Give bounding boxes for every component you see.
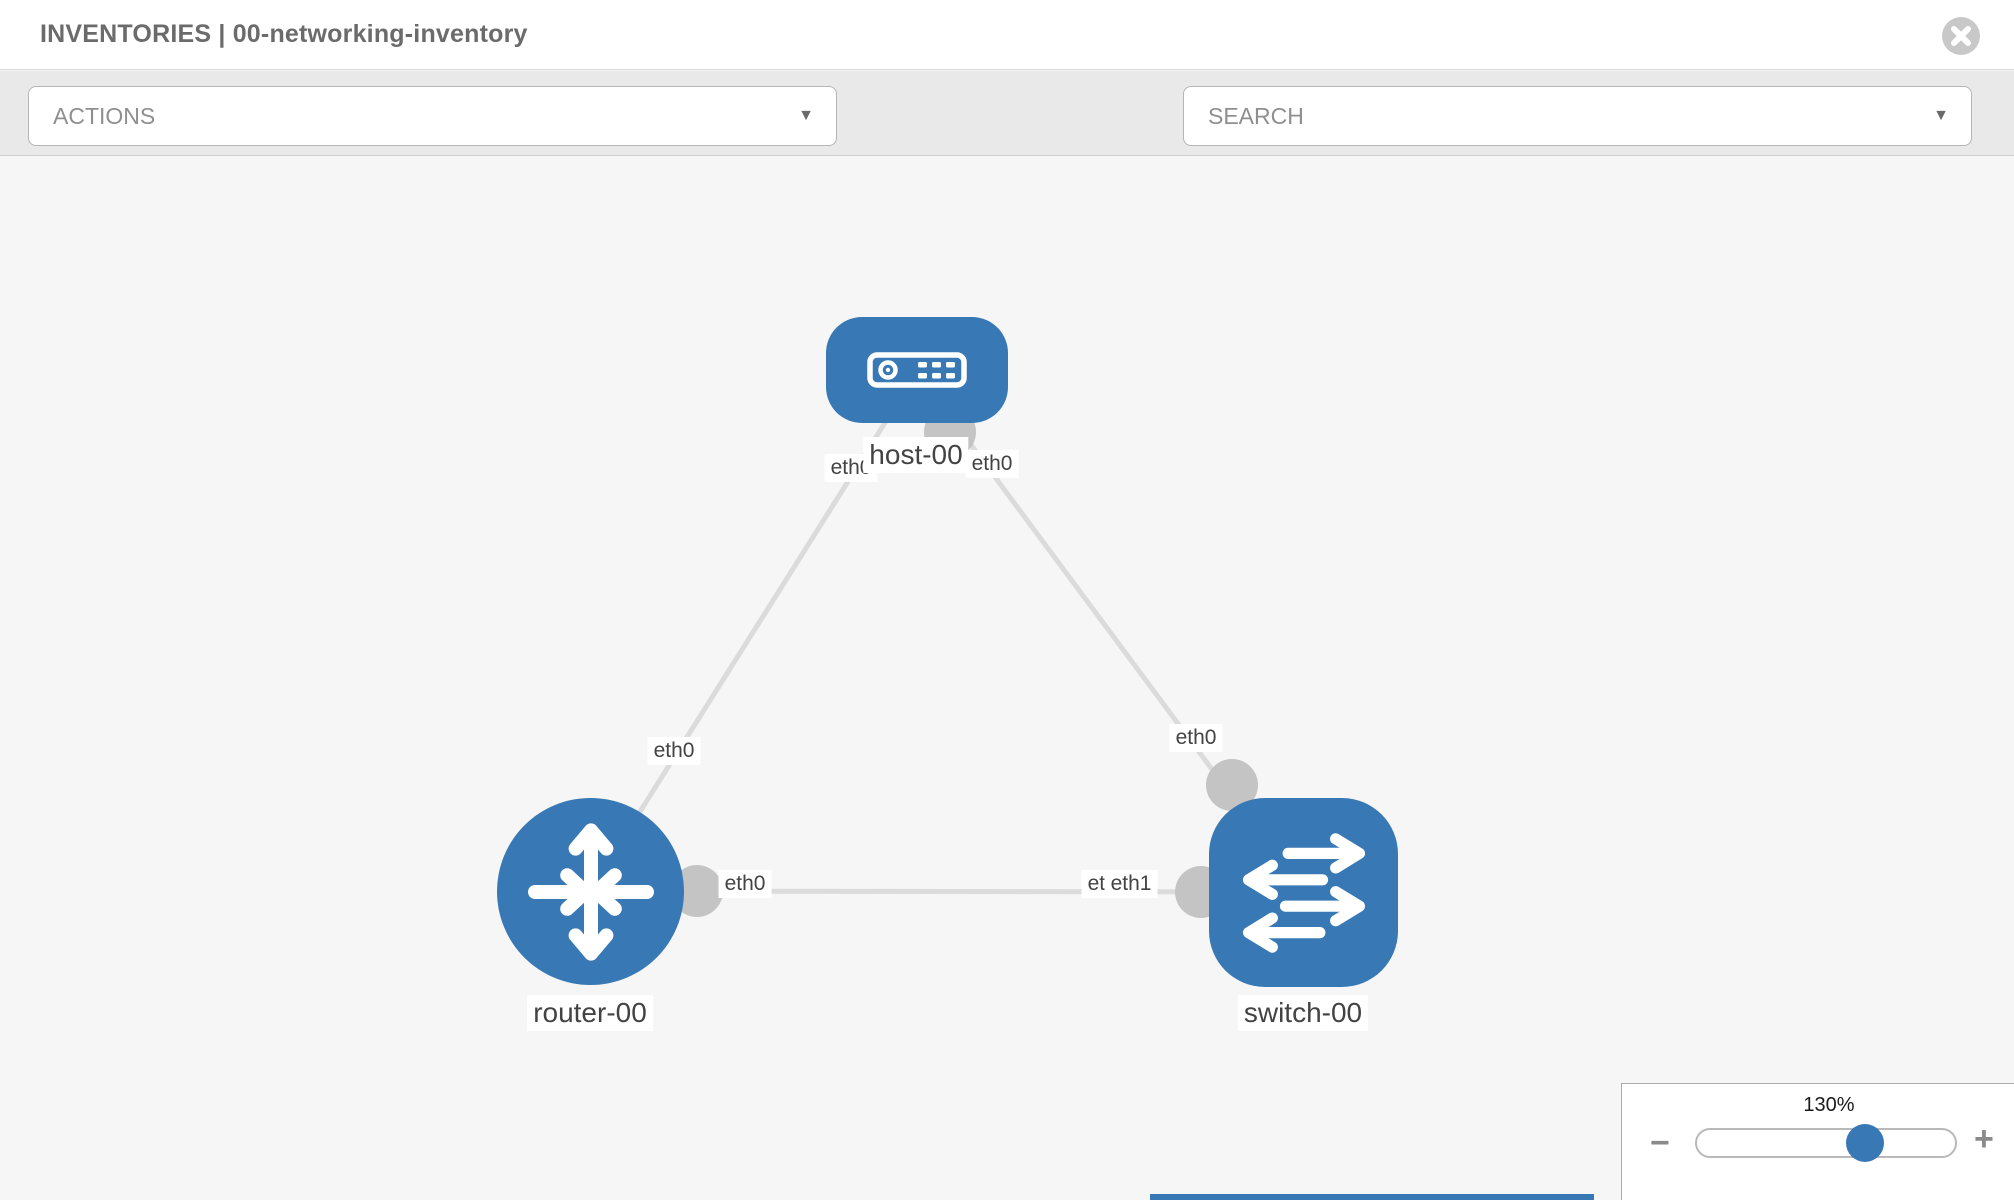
actions-dropdown-label: ACTIONS [53, 103, 156, 129]
topology-links [587, 370, 1306, 918]
chevron-down-icon: ▼ [798, 107, 814, 124]
router-icon [527, 822, 654, 961]
close-button[interactable] [1942, 17, 1980, 55]
chevron-down-icon: ▼ [1933, 107, 1949, 124]
zoom-control-panel: 130% − + [1621, 1083, 2014, 1200]
zoom-in-button[interactable]: + [1974, 1120, 1994, 1158]
interface-label: eth0 [1169, 724, 1223, 752]
bottom-blue-bar [1150, 1194, 1594, 1200]
zoom-level-value: 130% [1803, 1094, 1855, 1116]
zoom-slider-track[interactable] [1695, 1128, 1957, 1158]
server-icon [867, 352, 967, 388]
switch-icon [1242, 832, 1365, 953]
topology-canvas[interactable]: eth0 host-00 eth0 eth0 eth0 eth0 eth0 et… [0, 156, 2014, 1200]
page-title: INVENTORIES | 00-networking-inventory [40, 20, 528, 48]
close-icon [1951, 26, 1971, 46]
node-label-router: router-00 [527, 995, 653, 1031]
node-switch-00[interactable] [1209, 798, 1398, 987]
window-header: INVENTORIES | 00-networking-inventory [0, 0, 2014, 70]
interface-label: eth0 [718, 870, 772, 898]
actions-dropdown[interactable]: ACTIONS ▼ [28, 86, 837, 146]
node-host-00[interactable] [826, 317, 1008, 423]
zoom-slider-thumb[interactable] [1846, 1124, 1884, 1162]
node-label-switch: switch-00 [1237, 995, 1369, 1031]
search-dropdown-label: SEARCH [1208, 103, 1304, 129]
interface-label: eth1 [1104, 870, 1158, 898]
node-router-00[interactable] [497, 798, 684, 985]
node-label-host: host-00 [863, 437, 969, 473]
zoom-out-button[interactable]: − [1650, 1124, 1670, 1162]
toolbar: ACTIONS ▼ SEARCH ▼ [0, 71, 2014, 203]
interface-label: eth0 [965, 450, 1019, 478]
interface-label: eth0 [647, 737, 701, 765]
search-dropdown[interactable]: SEARCH ▼ [1183, 86, 1972, 146]
